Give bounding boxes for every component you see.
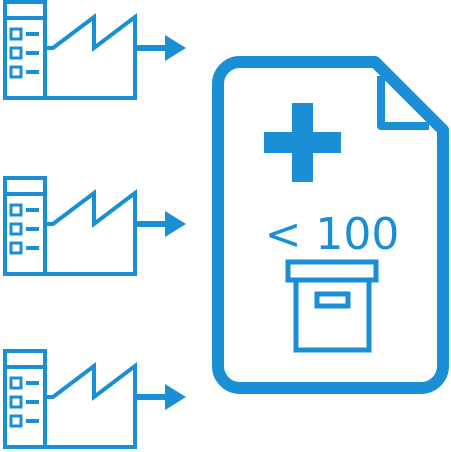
document-icon [212,56,449,394]
plus-icon [264,103,341,182]
factory-icon [5,351,186,447]
document-label: < 100 [265,209,400,260]
factory-icon [5,178,186,274]
factory-icon [5,2,186,98]
box-icon [285,259,379,353]
